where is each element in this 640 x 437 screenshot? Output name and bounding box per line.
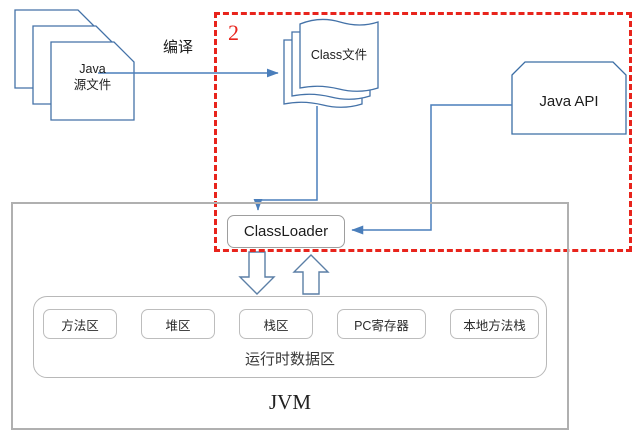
runtime-data-area-label: 运行时数据区	[244, 351, 335, 368]
memory-cell-pc-register[interactable]: PC寄存器	[337, 309, 426, 339]
highlight-region-2	[214, 12, 632, 252]
memory-cell-native-method-stack[interactable]: 本地方法栈	[450, 309, 539, 339]
memory-cell-stack[interactable]: 栈区	[239, 309, 313, 339]
classloader-node[interactable]: ClassLoader	[227, 215, 345, 248]
java-source-file-label: Java 源文件	[51, 62, 134, 93]
load-down-block-arrow	[238, 251, 276, 295]
runtime-data-area-container	[33, 296, 547, 378]
java-source-line1: Java	[79, 62, 106, 76]
java-api-shape-icon	[511, 61, 627, 135]
java-api-label: Java API	[539, 92, 599, 110]
java-source-line2: 源文件	[73, 77, 112, 92]
exec-up-block-arrow	[292, 254, 330, 295]
javaapi-to-classloader-arrow	[351, 104, 512, 235]
memory-cell-heap[interactable]: 堆区	[141, 309, 215, 339]
class-file-stack-icon	[283, 18, 379, 108]
class-file-label: Class文件	[310, 48, 368, 62]
java-source-file-stack-icon	[14, 9, 135, 121]
region-number-label: 2	[228, 20, 239, 45]
compile-edge-label: 编译	[163, 39, 194, 56]
memory-cell-method-area[interactable]: 方法区	[43, 309, 117, 339]
classfile-to-classloader-arrow	[253, 106, 318, 211]
java-api-node[interactable]: Java API	[512, 62, 626, 134]
jvm-container	[11, 202, 569, 430]
jvm-label: JVM	[268, 390, 311, 414]
